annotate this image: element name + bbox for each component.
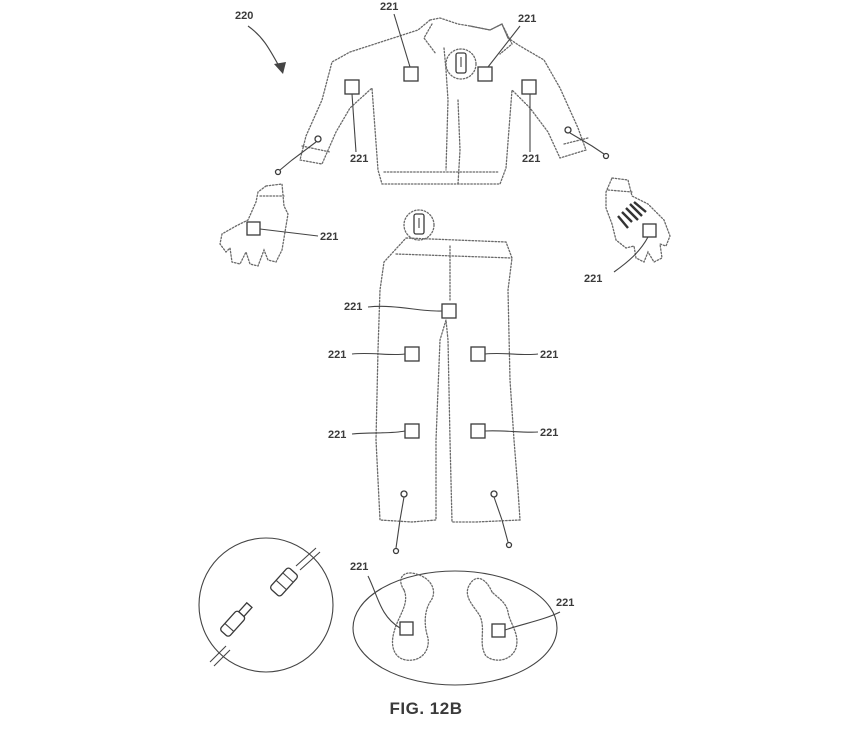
- jacket-labels: 221 221 221 221: [350, 1, 540, 165]
- figure-caption: FIG. 12B: [389, 699, 463, 718]
- jacket-collar: [429, 17, 509, 39]
- pants-left-thigh-pad: [404, 346, 420, 362]
- label-221-left-insole: 221: [350, 561, 368, 573]
- connector-plug-male: [220, 601, 253, 637]
- right-glove-outline: [605, 177, 671, 263]
- label-221-pants-right-thigh: 221: [540, 349, 558, 361]
- jacket: [299, 17, 589, 185]
- insole-cables: [392, 496, 513, 555]
- label-221-pants-left-knee: 221: [328, 429, 346, 441]
- pants-left-knee-pad: [404, 423, 420, 439]
- label-221-right-glove: 221: [584, 273, 602, 285]
- jacket-right-cuff-connector: [564, 126, 572, 134]
- label-221-jacket-left-arm: 221: [350, 153, 368, 165]
- connector-detail-circle: [198, 537, 334, 673]
- jacket-placket: [457, 99, 461, 185]
- pants-right-thigh-pad: [470, 346, 486, 362]
- right-insole-cable: [493, 496, 509, 543]
- jacket-right-chest-pad: [477, 66, 493, 82]
- jacket-left-chest-pad: [403, 66, 419, 82]
- jacket-right-cuff: [563, 137, 589, 145]
- label-221-pants-right-knee: 221: [540, 427, 558, 439]
- right-glove-palm-grip: [617, 201, 647, 229]
- left-insole-cable: [395, 496, 405, 549]
- pants-right-hem-connector: [490, 490, 498, 498]
- assembly-ref-number: 220: [235, 10, 253, 22]
- insoles-enclosure-ellipse: [352, 570, 558, 686]
- connector-plug-female: [270, 567, 298, 597]
- connector-detail: [198, 537, 334, 673]
- assembly-reference: 220: [235, 10, 286, 74]
- right-glove-cable: [569, 132, 605, 155]
- insoles: [352, 570, 558, 686]
- jacket-controller-housing: [445, 48, 477, 80]
- insole-labels: 221 221: [350, 561, 574, 631]
- pants-waistband: [395, 253, 513, 259]
- right-insole-outline: [466, 577, 518, 661]
- label-221-left-glove: 221: [320, 231, 338, 243]
- label-221-jacket-right-chest: 221: [518, 13, 536, 25]
- pants-center-pad: [441, 303, 457, 319]
- pants-controller-housing: [403, 209, 435, 241]
- pants-labels: 221 221 221 221 221: [328, 301, 558, 441]
- connector-cable-b: [295, 547, 317, 567]
- jacket-zipper: [443, 47, 449, 171]
- right-glove-cuff-line: [607, 189, 633, 193]
- jacket-collar-left: [423, 23, 437, 55]
- left-glove-cable: [279, 141, 317, 171]
- label-221-right-insole: 221: [556, 597, 574, 609]
- label-221-pants-center: 221: [344, 301, 362, 313]
- glove-cables: [274, 132, 610, 176]
- jacket-outline: [299, 19, 587, 185]
- assembly-arrow-head: [274, 62, 286, 74]
- pants-right-knee-pad: [470, 423, 486, 439]
- pants-left-hem-connector: [400, 490, 408, 498]
- jacket-left-arm-pad: [344, 79, 360, 95]
- label-221-jacket-right-arm: 221: [522, 153, 540, 165]
- right-glove: 221: [584, 177, 671, 285]
- label-221-pants-left-thigh: 221: [328, 349, 346, 361]
- connector-cable-a: [209, 645, 227, 663]
- jacket-left-cuff-connector: [314, 135, 322, 143]
- label-221-jacket-left-chest: 221: [380, 1, 398, 13]
- left-insole-outline: [391, 572, 435, 661]
- left-glove: 221: [219, 183, 338, 267]
- jacket-left-cuff: [301, 145, 331, 153]
- right-glove-pad: [642, 223, 657, 238]
- left-glove-pad: [246, 221, 261, 236]
- jacket-right-arm-pad: [521, 79, 537, 95]
- jacket-collar-right: [499, 27, 513, 55]
- pants: [375, 209, 521, 523]
- right-insole-pad: [491, 623, 506, 638]
- left-insole-pad: [399, 621, 414, 636]
- pants-outline: [375, 237, 521, 523]
- assembly-arrow-shaft: [247, 25, 281, 69]
